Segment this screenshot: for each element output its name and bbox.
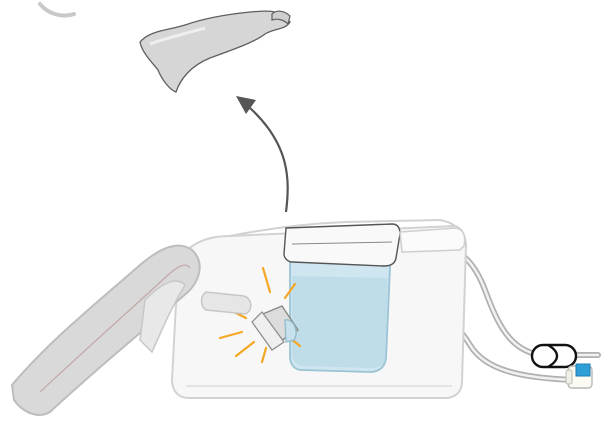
connector-clip-icon: [532, 345, 576, 367]
water-tub-icon: [290, 255, 390, 372]
removed-part-icon: [140, 11, 290, 92]
device-side-ramp: [12, 246, 200, 415]
tub-lid: [284, 224, 400, 266]
device-right-panel: [400, 228, 465, 252]
lift-arrow-icon: [236, 96, 288, 212]
partial-circle-icon: [40, 4, 74, 16]
hose-end-cap-icon: [566, 364, 592, 388]
